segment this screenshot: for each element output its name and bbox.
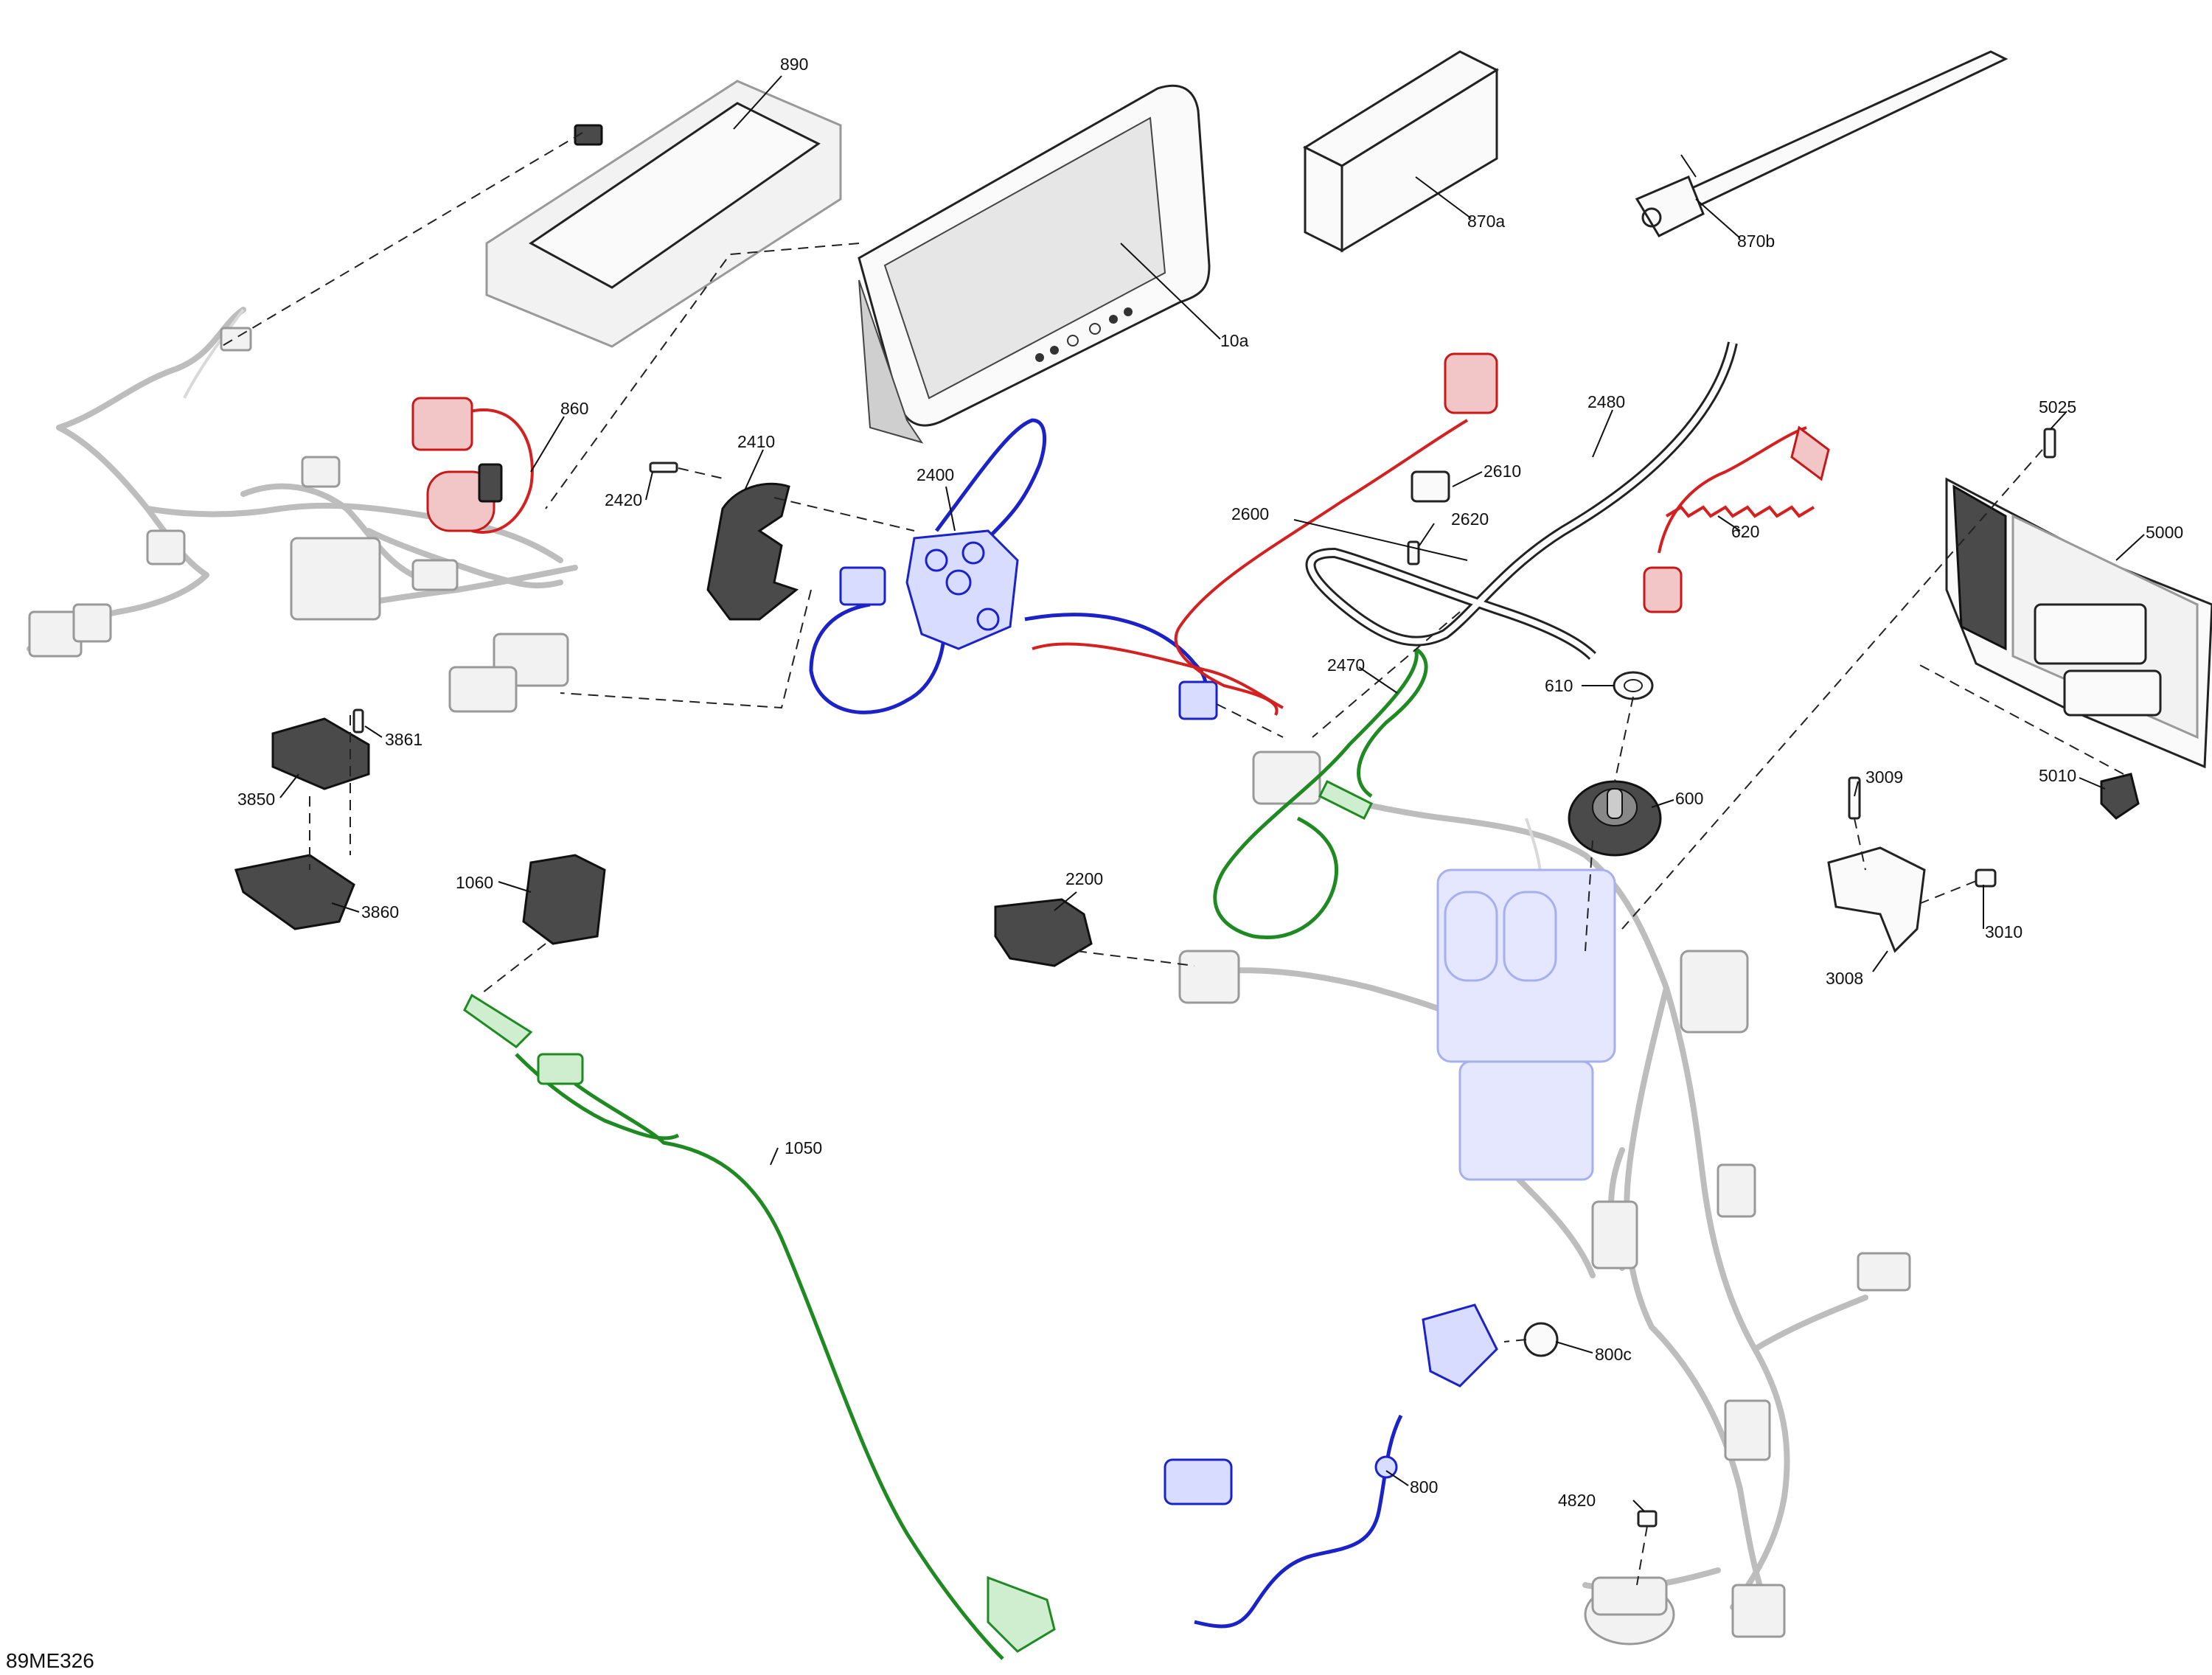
- part-2480-hose: [1305, 341, 1738, 661]
- callout-2470: 2470: [1327, 655, 1365, 675]
- part-2620-screw: [1407, 540, 1420, 565]
- callout-labels: 890 10a 870a 870b 860 2410 2420 2400 248…: [237, 55, 2183, 1510]
- harness-plug-r3: [1724, 1399, 1771, 1461]
- display-buttons: [1035, 307, 1133, 362]
- starter-solenoid: [1584, 1576, 1675, 1646]
- callout-2620: 2620: [1451, 509, 1489, 529]
- drawing-code: 89ME326: [6, 1649, 94, 1672]
- harness-plug-2: [448, 666, 518, 713]
- ecu-module-ghost: [1436, 868, 1616, 1181]
- callout-2600: 2600: [1231, 504, 1269, 523]
- callout-610: 610: [1545, 676, 1573, 695]
- part-5000-ecu: [1945, 477, 2212, 769]
- callout-620: 620: [1731, 522, 1759, 541]
- leader-lines: [279, 75, 2145, 1512]
- part-2610-clip: [1411, 470, 1450, 503]
- part-2470-green-harness: [1213, 647, 1428, 939]
- callout-3861: 3861: [385, 730, 422, 749]
- callout-3850: 3850: [237, 790, 275, 809]
- harness-plug-top: [1252, 751, 1321, 805]
- part-2200-sensor: [994, 898, 1093, 967]
- part-2420-screw: [649, 462, 678, 473]
- main-connector: [1680, 950, 1749, 1034]
- part-610-ring: [1613, 671, 1654, 700]
- part-3010-bolt: [1975, 868, 1997, 888]
- part-870a-battery: [1302, 50, 1500, 253]
- part-800-blue-sensor: [1164, 1303, 1498, 1629]
- part-620-lanyard: [1643, 425, 1830, 613]
- callout-2400: 2400: [917, 465, 954, 484]
- callout-10a: 10a: [1220, 331, 1249, 350]
- callout-3008: 3008: [1826, 969, 1863, 988]
- callout-1050: 1050: [785, 1138, 822, 1157]
- part-3008-bracket: [1827, 846, 1926, 953]
- assembly-lines: [220, 132, 2124, 1586]
- part-1060-switch: [522, 854, 606, 945]
- left-main-harness: [27, 307, 578, 713]
- part-3861-screw: [352, 708, 364, 734]
- callout-5025: 5025: [2039, 397, 2076, 417]
- part-2410-holder: [706, 482, 799, 621]
- part-5010-clip: [2100, 773, 2140, 820]
- callout-870b: 870b: [1737, 231, 1775, 251]
- part-600-post: [1568, 780, 1662, 857]
- callout-5000: 5000: [2146, 523, 2183, 542]
- part-5025-screw: [2043, 428, 2056, 459]
- harness-clip: [146, 529, 186, 565]
- callout-800c: 800c: [1595, 1345, 1632, 1364]
- callout-600: 600: [1675, 789, 1703, 808]
- part-2600-red-harness: [1032, 352, 1498, 716]
- callout-1060: 1060: [456, 873, 493, 892]
- part-860-switch: [411, 397, 534, 534]
- callout-4820: 4820: [1558, 1491, 1596, 1510]
- callout-5010: 5010: [2039, 766, 2076, 785]
- part-800c-cap: [1523, 1322, 1559, 1357]
- callout-870a: 870a: [1467, 212, 1505, 231]
- harness-clip-left-2: [72, 603, 112, 643]
- callout-800: 800: [1410, 1477, 1438, 1497]
- part-2400-switch: [809, 418, 1218, 720]
- callout-2200: 2200: [1065, 869, 1103, 888]
- callout-2480: 2480: [1587, 392, 1625, 411]
- harness-clip-mid: [411, 559, 459, 591]
- harness-plug-r4: [1857, 1252, 1911, 1292]
- part-3860-bracket: [234, 854, 355, 930]
- harness-plug-r2: [1717, 1163, 1756, 1218]
- part-4820-cap: [1637, 1510, 1658, 1528]
- callout-890: 890: [780, 55, 808, 74]
- part-870b-strap: [1635, 50, 2008, 237]
- callout-3860: 3860: [361, 902, 399, 922]
- part-890-case: [485, 80, 842, 348]
- harness-plug-r5: [1731, 1584, 1786, 1638]
- callout-2420: 2420: [605, 490, 642, 509]
- callout-2610: 2610: [1484, 462, 1521, 481]
- harness-plug-left: [1178, 950, 1240, 1004]
- callout-2410: 2410: [737, 432, 775, 451]
- harness-clip-top: [301, 456, 341, 488]
- callout-3009: 3009: [1865, 767, 1903, 787]
- case-latch: [574, 124, 603, 146]
- right-main-harness: [1178, 751, 1911, 1638]
- harness-plug-r1: [1591, 1200, 1638, 1270]
- ecu-connector-block: [290, 537, 381, 621]
- callout-3010: 3010: [1985, 922, 2023, 941]
- part-10a-display: [858, 84, 1211, 444]
- callout-860: 860: [560, 399, 588, 418]
- part-1050-green-harness: [463, 993, 1056, 1660]
- part-3850-module: [271, 717, 370, 790]
